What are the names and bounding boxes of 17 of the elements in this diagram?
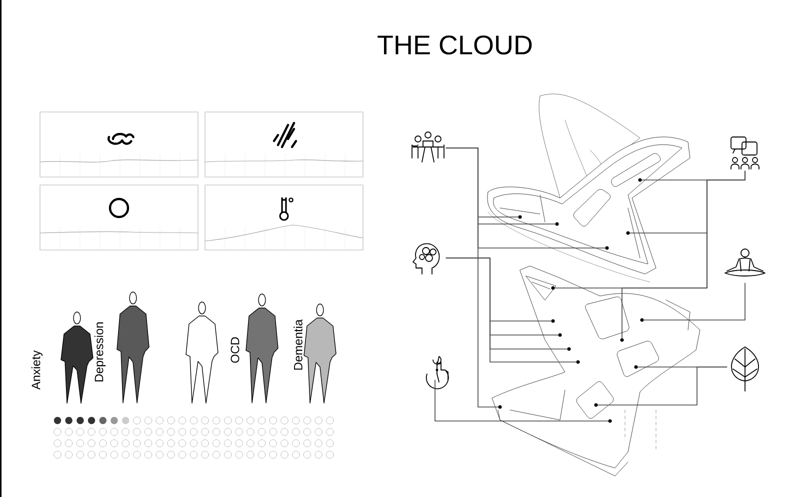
condition-label: Anxiety xyxy=(31,350,43,390)
meditation-icon xyxy=(724,248,766,276)
condition-label: Dementia xyxy=(294,319,302,370)
meeting-icon xyxy=(412,132,444,162)
leader-line xyxy=(644,282,746,320)
condition-label: Depression xyxy=(94,322,106,382)
question-hand-icon xyxy=(426,356,449,390)
brain-head-icon xyxy=(412,243,440,274)
leader-line xyxy=(446,258,576,362)
leader-line xyxy=(622,170,746,338)
leader-line xyxy=(434,380,608,422)
condition-label: OCD xyxy=(230,337,240,363)
leader-line xyxy=(446,148,498,408)
leader-line xyxy=(598,366,728,406)
leaf-icon xyxy=(731,346,759,392)
title: THE CLOUD xyxy=(378,35,532,55)
discussion-icon xyxy=(730,136,760,170)
